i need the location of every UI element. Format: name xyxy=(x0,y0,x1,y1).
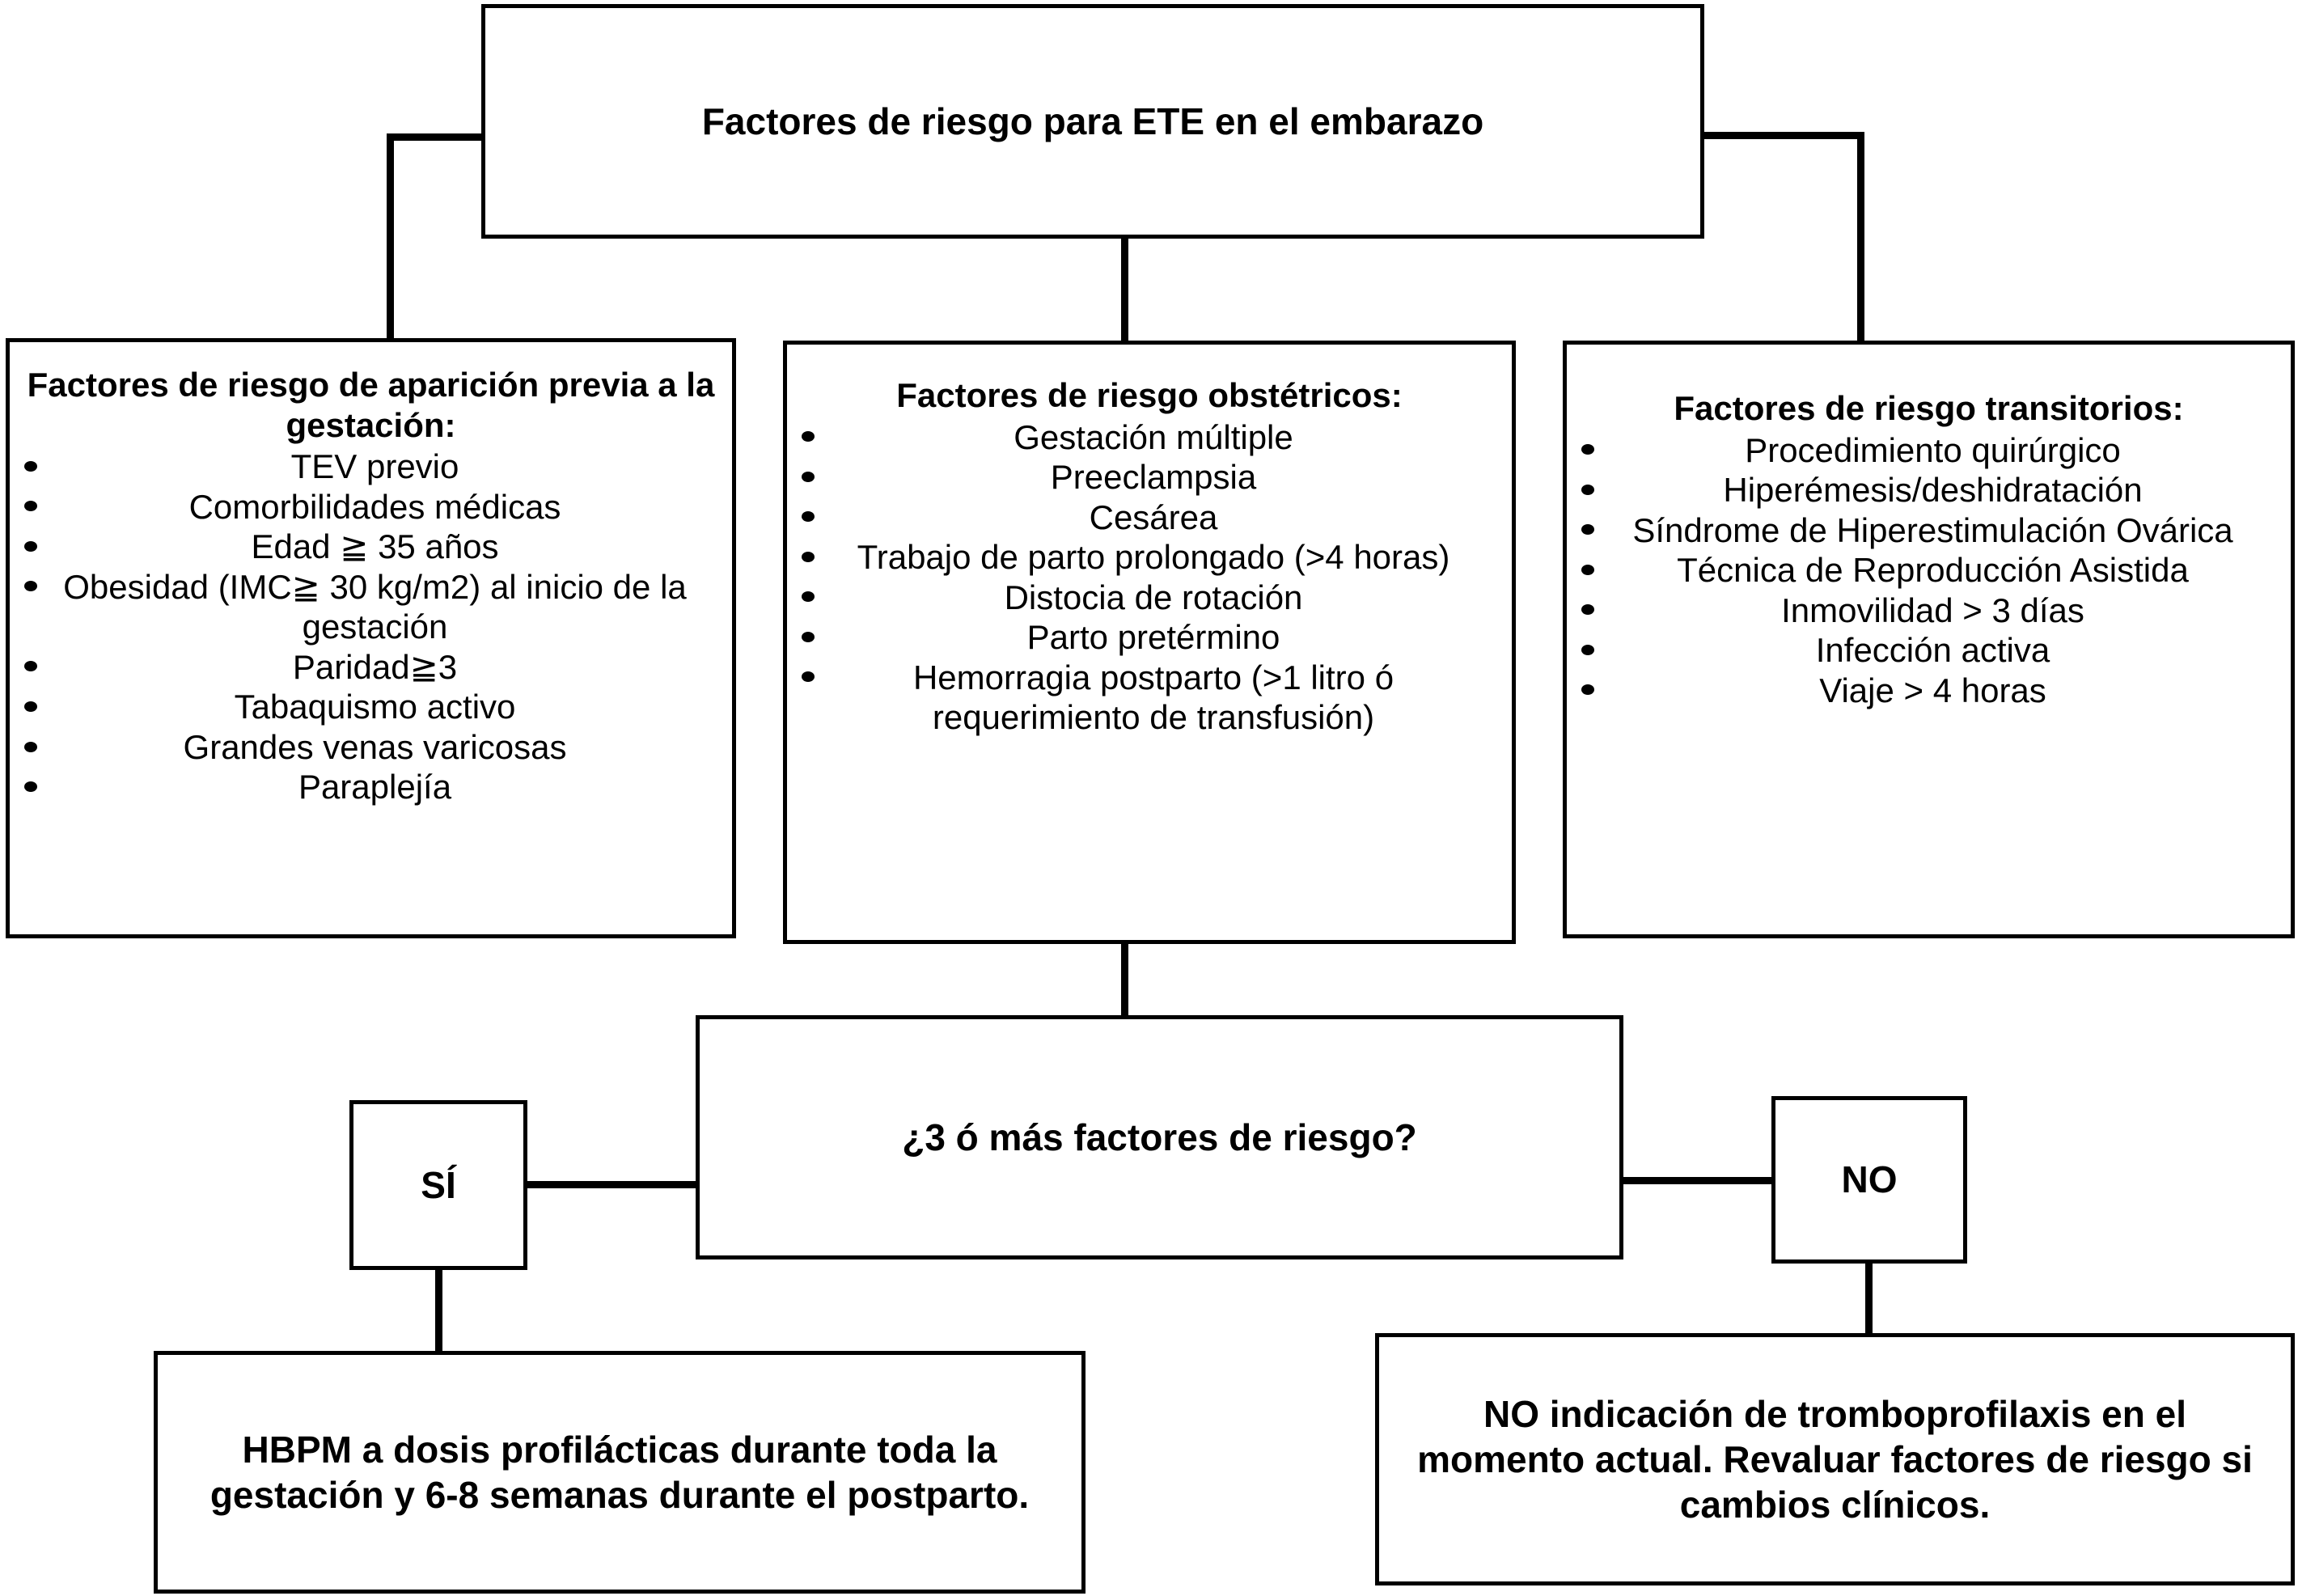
list-item-label: Trabajo de parto prolongado (>4 horas) xyxy=(857,538,1450,577)
node-outcome-no-prophylaxis: NO indicación de tromboprofilaxis en el … xyxy=(1375,1333,2295,1585)
list-item: Grandes venas varicosas xyxy=(10,727,732,768)
list-item: Hemorragia postparto (>1 litro ó requeri… xyxy=(787,658,1512,738)
list-item-label: Paraplejía xyxy=(298,768,452,806)
group-obstetricos-heading: Factores de riesgo obstétricos: xyxy=(896,376,1403,414)
list-item-label: Parto pretérmino xyxy=(1026,618,1280,657)
node-title-risk-factors: Factores de riesgo para ETE en el embara… xyxy=(481,4,1704,239)
list-item-label: Viaje > 4 horas xyxy=(1819,671,2046,709)
decision-question-text: ¿3 ó más factores de riesgo? xyxy=(902,1116,1417,1158)
list-item-label: Síndrome de Hiperestimulación Ovárica xyxy=(1632,510,2233,549)
list-item: Inmovilidad > 3 días xyxy=(1567,591,2291,631)
node-decision-three-or-more: ¿3 ó más factores de riesgo? xyxy=(696,1015,1623,1259)
list-item-label: Distocia de rotación xyxy=(1004,578,1303,616)
bullet-dot-icon xyxy=(24,781,37,793)
title-text: Factores de riesgo para ETE en el embara… xyxy=(701,99,1484,142)
bullet-dot-icon xyxy=(1581,484,1594,495)
list-item-label: Técnica de Reproducción Asistida xyxy=(1677,551,2189,590)
bullet-dot-icon xyxy=(802,431,815,442)
bullet-dot-icon xyxy=(24,460,37,472)
list-item-label: Grandes venas varicosas xyxy=(183,727,567,766)
bullet-dot-icon xyxy=(24,501,37,512)
bullet-dot-icon xyxy=(802,471,815,482)
list-item-label: Inmovilidad > 3 días xyxy=(1781,591,2084,629)
list-item: Comorbilidades médicas xyxy=(10,487,732,527)
list-item: Técnica de Reproducción Asistida xyxy=(1567,550,2291,591)
list-item-label: Gestación múltiple xyxy=(1014,417,1293,456)
connector-title-to-previa-horizontal xyxy=(387,133,485,141)
bullet-dot-icon xyxy=(1581,524,1594,536)
list-item-label: Paridad≧3 xyxy=(292,647,458,686)
list-item-label: Obesidad (IMC≧ 30 kg/m2) al inicio de la… xyxy=(63,567,687,646)
bullet-dot-icon xyxy=(1581,604,1594,616)
list-item-label: Infección activa xyxy=(1815,631,2050,670)
list-item: Hiperémesis/deshidratación xyxy=(1567,470,2291,510)
connector-title-to-transitorios-vertical xyxy=(1857,132,1864,343)
list-item-label: Hiperémesis/deshidratación xyxy=(1723,471,2143,510)
group-obstetricos-list: Gestación múltiple Preeclampsia Cesárea … xyxy=(787,417,1512,738)
node-group-obstetricos: Factores de riesgo obstétricos: Gestació… xyxy=(783,341,1516,944)
list-item: Infección activa xyxy=(1567,630,2291,671)
bullet-dot-icon xyxy=(1581,564,1594,575)
list-item-label: TEV previo xyxy=(290,447,459,486)
bullet-dot-icon xyxy=(802,511,815,523)
list-item: Parto pretérmino xyxy=(787,617,1512,658)
group-previa-heading: Factores de riesgo de aparición previa a… xyxy=(27,366,715,444)
list-item: Gestación múltiple xyxy=(787,417,1512,458)
branch-no-label: NO xyxy=(1841,1158,1898,1201)
list-item: Edad ≧ 35 años xyxy=(10,527,732,567)
list-item: Preeclampsia xyxy=(787,457,1512,497)
branch-yes-label: SÍ xyxy=(421,1163,456,1206)
group-transitorios-list: Procedimiento quirúrgico Hiperémesis/des… xyxy=(1567,430,2291,711)
connector-no-to-no-prophylaxis-outcome xyxy=(1865,1260,1873,1336)
bullet-dot-icon xyxy=(1581,644,1594,655)
node-branch-yes: SÍ xyxy=(349,1100,527,1270)
connector-decision-to-yes xyxy=(524,1181,699,1188)
list-item: TEV previo xyxy=(10,447,732,487)
list-item-label: Preeclampsia xyxy=(1050,458,1257,497)
outcome-yes-text: HBPM a dosis profilácticas durante toda … xyxy=(209,1428,1030,1516)
list-item-label: Comorbilidades médicas xyxy=(188,487,561,526)
bullet-dot-icon xyxy=(24,741,37,752)
bullet-dot-icon xyxy=(1581,684,1594,696)
connector-yes-to-lmwh-outcome xyxy=(435,1267,442,1354)
bullet-dot-icon xyxy=(802,551,815,562)
connector-title-to-obstetricos xyxy=(1121,235,1128,343)
bullet-dot-icon xyxy=(24,661,37,672)
connector-obstetricos-to-decision xyxy=(1121,940,1128,1018)
node-outcome-lmwh-prophylaxis: HBPM a dosis profilácticas durante toda … xyxy=(154,1351,1086,1594)
list-item: Trabajo de parto prolongado (>4 horas) xyxy=(787,537,1512,578)
list-item-label: Tabaquismo activo xyxy=(234,688,516,726)
bullet-dot-icon xyxy=(1581,444,1594,455)
bullet-dot-icon xyxy=(802,631,815,642)
connector-decision-to-no xyxy=(1620,1177,1774,1184)
list-item-label: Hemorragia postparto (>1 litro ó requeri… xyxy=(912,658,1394,737)
node-branch-no: NO xyxy=(1771,1096,1967,1264)
list-item: Tabaquismo activo xyxy=(10,687,732,727)
list-item: Síndrome de Hiperestimulación Ovárica xyxy=(1567,510,2291,551)
list-item-label: Cesárea xyxy=(1089,497,1218,536)
list-item-label: Procedimiento quirúrgico xyxy=(1745,430,2121,469)
bullet-dot-icon xyxy=(802,671,815,683)
list-item: Paridad≧3 xyxy=(10,647,732,688)
group-previa-list: TEV previo Comorbilidades médicas Edad ≧… xyxy=(10,447,732,807)
connector-title-to-previa-vertical xyxy=(387,133,394,341)
list-item: Cesárea xyxy=(787,497,1512,538)
bullet-dot-icon xyxy=(802,591,815,603)
connector-title-to-transitorios-horizontal xyxy=(1700,132,1864,139)
list-item: Paraplejía xyxy=(10,767,732,807)
outcome-no-text: NO indicación de tromboprofilaxis en el … xyxy=(1417,1392,2253,1526)
list-item: Distocia de rotación xyxy=(787,578,1512,618)
node-group-previa: Factores de riesgo de aparición previa a… xyxy=(6,338,736,938)
list-item: Obesidad (IMC≧ 30 kg/m2) al inicio de la… xyxy=(10,567,732,647)
group-transitorios-heading: Factores de riesgo transitorios: xyxy=(1674,389,2184,427)
bullet-dot-icon xyxy=(24,540,37,552)
bullet-dot-icon xyxy=(24,701,37,712)
node-group-transitorios: Factores de riesgo transitorios: Procedi… xyxy=(1563,341,2295,938)
list-item-label: Edad ≧ 35 años xyxy=(251,527,499,566)
list-item: Viaje > 4 horas xyxy=(1567,671,2291,711)
bullet-dot-icon xyxy=(24,581,37,592)
list-item: Procedimiento quirúrgico xyxy=(1567,430,2291,471)
